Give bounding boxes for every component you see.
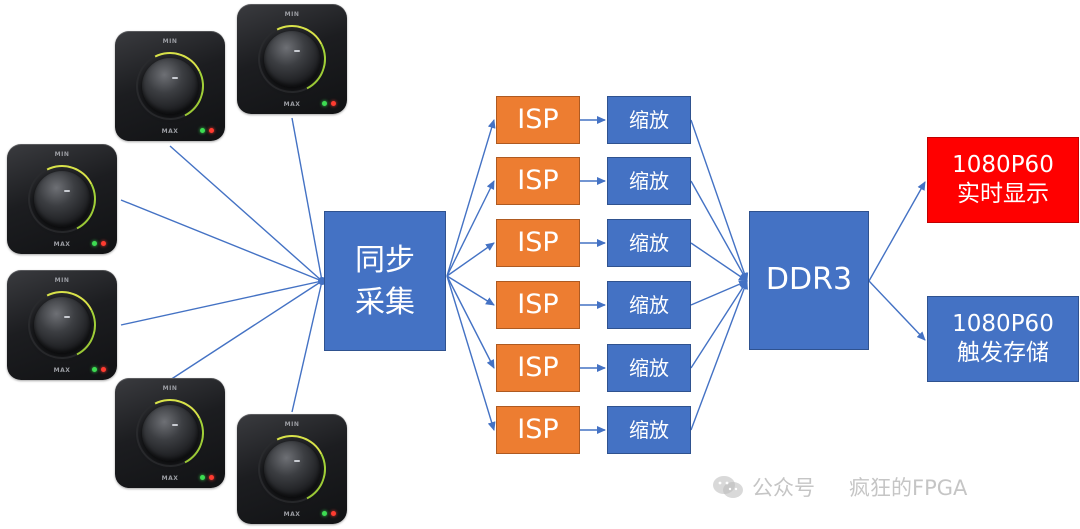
- isp-label: ISP: [517, 227, 559, 259]
- scale-node-1: 缩放: [607, 96, 691, 144]
- scale-node-3: 缩放: [607, 219, 691, 267]
- camera-lens-icon: [264, 31, 320, 87]
- scale-to-ddr-edge-4: [690, 280, 748, 306]
- camera-min-label: MIN: [284, 11, 300, 18]
- camera-lens-icon: [264, 441, 320, 497]
- red-led-icon: [101, 241, 106, 246]
- green-led-icon: [92, 241, 97, 246]
- green-led-icon: [322, 101, 327, 106]
- sync-capture-label: 同步 采集: [355, 243, 415, 320]
- camera-5: MIN MAX: [115, 378, 225, 488]
- scale-node-6: 缩放: [607, 406, 691, 454]
- camera-to-sync-edge-4: [120, 280, 323, 326]
- red-led-icon: [101, 367, 106, 372]
- isp-node-3: ISP: [496, 219, 580, 267]
- sync-to-isp-edge-1: [446, 119, 496, 277]
- camera-min-label: MIN: [162, 38, 178, 45]
- camera-to-sync-edge-3: [120, 199, 323, 282]
- watermark-label-1: 公众号: [752, 476, 815, 500]
- green-led-icon: [200, 475, 205, 480]
- camera-lens-icon: [34, 171, 90, 227]
- camera-2: MIN MAX: [237, 4, 347, 114]
- camera-min-label: MIN: [54, 151, 70, 158]
- scale-label: 缩放: [629, 107, 669, 132]
- isp-label: ISP: [517, 104, 559, 136]
- scale-label: 缩放: [629, 230, 669, 255]
- camera-min-label: MIN: [284, 421, 300, 428]
- green-led-icon: [200, 128, 205, 133]
- scale-label: 缩放: [629, 355, 669, 380]
- red-led-icon: [331, 101, 336, 106]
- camera-max-label: MAX: [161, 128, 179, 135]
- display-line1: 1080P60: [952, 152, 1054, 179]
- watermark: 公众号 疯狂的FPGA: [712, 472, 967, 502]
- camera-min-label: MIN: [162, 385, 178, 392]
- camera-min-label: MIN: [54, 277, 70, 284]
- isp-node-5: ISP: [496, 344, 580, 392]
- sync-to-isp-edge-4: [446, 275, 495, 306]
- ddr3-label: DDR3: [765, 262, 853, 298]
- red-led-icon: [209, 128, 214, 133]
- camera-lens-icon: [34, 297, 90, 353]
- scale-label: 缩放: [629, 168, 669, 193]
- isp-label: ISP: [517, 352, 559, 384]
- camera-3: MIN MAX: [7, 144, 117, 254]
- camera-max-label: MAX: [283, 101, 301, 108]
- camera-max-label: MAX: [53, 367, 71, 374]
- scale-to-ddr-edge-3: [690, 242, 748, 282]
- scale-to-ddr-edge-2: [690, 180, 748, 282]
- green-led-icon: [92, 367, 97, 372]
- ddr3-node: DDR3: [749, 211, 869, 350]
- red-led-icon: [331, 511, 336, 516]
- scale-label: 缩放: [629, 292, 669, 317]
- isp-label: ISP: [517, 289, 559, 321]
- scale-node-4: 缩放: [607, 281, 691, 329]
- scale-to-ddr-edge-6: [690, 280, 748, 431]
- storage-line2: 触发存储: [957, 340, 1049, 366]
- watermark-label-2: 疯狂的FPGA: [849, 476, 968, 500]
- display-output-node: 1080P60 实时显示: [927, 137, 1079, 223]
- storage-output-node: 1080P60 触发存储: [927, 296, 1079, 382]
- camera-to-sync-edge-6: [291, 280, 323, 413]
- storage-line1: 1080P60: [952, 311, 1054, 338]
- camera-max-label: MAX: [53, 241, 71, 248]
- isp-node-1: ISP: [496, 96, 580, 144]
- scale-node-2: 缩放: [607, 157, 691, 205]
- camera-to-sync-edge-1: [169, 145, 323, 282]
- camera-to-sync-edge-2: [291, 117, 323, 282]
- ddr-to-display-edge: [868, 181, 926, 282]
- camera-to-sync-edge-5: [169, 280, 323, 381]
- camera-lens-icon: [142, 405, 198, 461]
- isp-node-2: ISP: [496, 157, 580, 205]
- scale-to-ddr-edge-5: [690, 280, 748, 369]
- scale-label: 缩放: [629, 417, 669, 442]
- isp-label: ISP: [517, 165, 559, 197]
- camera-lens-icon: [142, 58, 198, 114]
- camera-6: MIN MAX: [237, 414, 347, 524]
- sync-to-isp-edge-2: [446, 180, 495, 277]
- sync-to-isp-edge-3: [446, 242, 495, 277]
- isp-node-6: ISP: [496, 406, 580, 454]
- camera-1: MIN MAX: [115, 31, 225, 141]
- sync-to-isp-edge-6: [446, 275, 496, 431]
- wechat-icon: [712, 474, 744, 500]
- sync-capture-node: 同步 采集: [324, 211, 446, 351]
- camera-4: MIN MAX: [7, 270, 117, 380]
- red-led-icon: [209, 475, 214, 480]
- display-line2: 实时显示: [957, 181, 1049, 207]
- camera-max-label: MAX: [283, 511, 301, 518]
- camera-max-label: MAX: [161, 475, 179, 482]
- ddr-to-storage-edge: [868, 280, 926, 341]
- isp-node-4: ISP: [496, 281, 580, 329]
- sync-to-isp-edge-5: [446, 275, 495, 369]
- scale-to-ddr-edge-1: [690, 119, 749, 282]
- green-led-icon: [322, 511, 327, 516]
- scale-node-5: 缩放: [607, 344, 691, 392]
- isp-label: ISP: [517, 414, 559, 446]
